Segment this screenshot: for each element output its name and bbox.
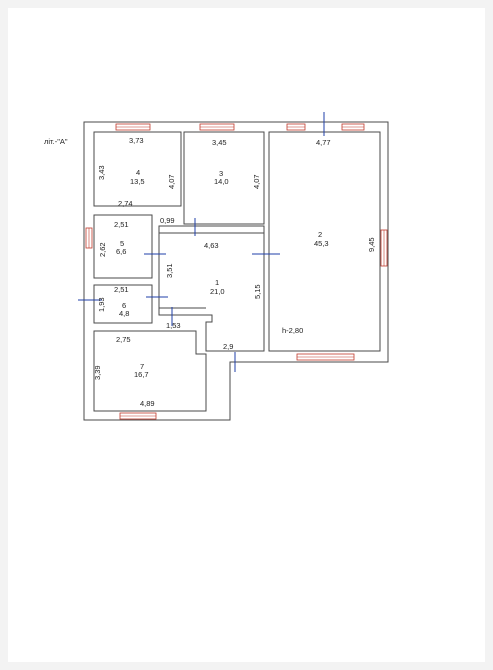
dim-room4-bottom: 2,74: [118, 199, 133, 208]
dim-room2-right: 9,45: [367, 237, 376, 252]
dim-corridor-top-b: 4,63: [204, 241, 219, 250]
room-5-number: 5: [120, 239, 124, 248]
dim-room2-top: 4,77: [316, 138, 331, 147]
room-3-area: 14,0: [214, 177, 229, 186]
room-6-outline: [93, 284, 153, 324]
dim-corridor-left: 3,51: [165, 263, 174, 278]
room-5-outline: [93, 214, 153, 279]
room-6-number: 6: [122, 301, 126, 310]
dim-room6-left: 1,93: [97, 297, 106, 312]
room-3-outline: [183, 131, 265, 225]
room-7-outline: [93, 330, 207, 412]
dim-room4-right: 4,07: [167, 174, 176, 189]
dim-room6-top: 2,51: [114, 285, 129, 294]
ceiling-height: h-2,80: [282, 326, 303, 335]
dim-corridor-right: 5,15: [253, 284, 262, 299]
dim-room5-top: 2,51: [114, 220, 129, 229]
room-2-area: 45,3: [314, 239, 329, 248]
dim-entrance: 2,9: [223, 342, 233, 351]
dim-room5-left: 2,62: [98, 242, 107, 257]
sheet-label: літ.-"А": [44, 137, 68, 146]
room-3-number: 3: [219, 169, 223, 178]
dim-corridor-top-a: 0,99: [160, 216, 175, 225]
room-6-area: 4,8: [119, 309, 129, 318]
dim-corridor-small: 1,53: [166, 321, 181, 330]
floor-plan: літ.-"А" 3,73 3,43 4,07 4 13,5 2,74 3,45…: [44, 112, 389, 421]
room-4-outline: [93, 131, 182, 207]
room-4-number: 4: [136, 168, 140, 177]
outer-wall: [83, 121, 389, 421]
dim-room4-left: 3,43: [97, 165, 106, 180]
dim-room3-right: 4,07: [252, 174, 261, 189]
room-7-number: 7: [140, 362, 144, 371]
room-2-number: 2: [318, 230, 322, 239]
dim-room4-top: 3,73: [129, 136, 144, 145]
dim-room3-top: 3,45: [212, 138, 227, 147]
room-4-area: 13,5: [130, 177, 145, 186]
plan-sheet: літ.-"А" 3,73 3,43 4,07 4 13,5 2,74 3,45…: [8, 8, 485, 662]
room-7-area: 16,7: [134, 370, 149, 379]
room-1-outline: [158, 225, 265, 352]
room-1-number: 1: [215, 278, 219, 287]
room-1-area: 21,0: [210, 287, 225, 296]
dim-room7-bottom: 4,89: [140, 399, 155, 408]
dim-room7-left: 3,39: [93, 365, 102, 380]
dim-room7-top: 2,75: [116, 335, 131, 344]
room-5-area: 6,6: [116, 247, 126, 256]
